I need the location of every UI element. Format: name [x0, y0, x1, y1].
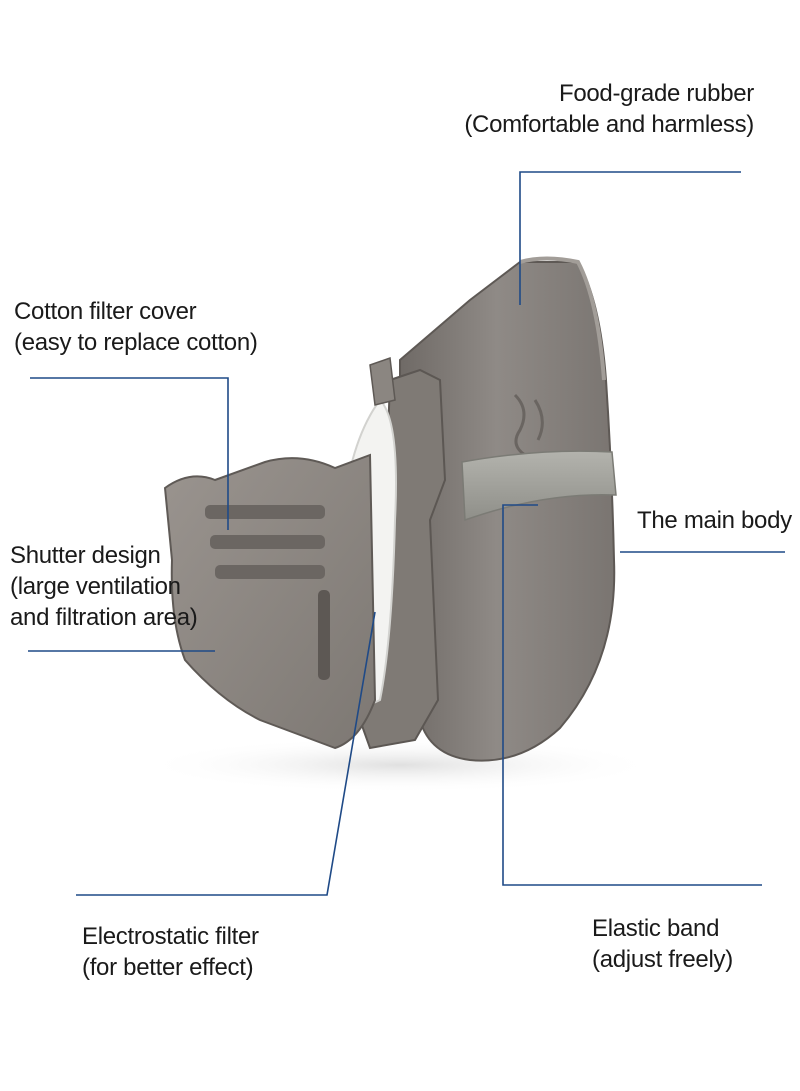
label-food-grade-line2: (Comfortable and harmless) [464, 111, 754, 138]
label-shutter-line3: and filtration area) [10, 604, 198, 631]
label-food-grade-line1: Food-grade rubber [558, 80, 754, 107]
leader-line-cotton-cover [30, 377, 229, 530]
shutter-slot-1 [205, 505, 325, 519]
leader-line-food-grade [519, 171, 741, 305]
label-elastic-band-line1: Elastic band [592, 915, 720, 942]
leader-line-elastic-band [502, 504, 762, 886]
embossed-logo [513, 393, 544, 457]
side-slot [318, 590, 330, 680]
shutter-slot-3 [215, 565, 325, 579]
label-cotton-cover-line1: Cotton filter cover [14, 298, 197, 325]
label-electrostatic-line2: (for better effect) [82, 954, 254, 981]
label-electrostatic-filter: Electrostatic filter (for better effect) [82, 921, 259, 983]
label-shutter-design: Shutter design (large ventilation and fi… [10, 540, 198, 633]
label-shutter-line1: Shutter design [10, 542, 161, 569]
label-elastic-band-line2: (adjust freely) [592, 946, 733, 973]
elastic-band [461, 450, 617, 522]
shutter-slot-2 [210, 535, 325, 549]
label-cotton-cover-line2: (easy to replace cotton) [14, 329, 258, 356]
label-elastic-band: Elastic band (adjust freely) [592, 913, 733, 975]
cover-tab [369, 356, 396, 406]
main-body-rim [519, 256, 606, 381]
label-food-grade-rubber: Food-grade rubber (Comfortable and harml… [464, 78, 754, 140]
label-cotton-filter-cover: Cotton filter cover (easy to replace cot… [14, 296, 258, 358]
label-main-body: The main body [637, 505, 792, 536]
label-main-body-line1: The main body [637, 507, 792, 534]
label-shutter-line2: (large ventilation [10, 573, 181, 600]
floor-shadow [140, 737, 660, 793]
label-electrostatic-line1: Electrostatic filter [82, 923, 259, 950]
leader-line-electrostatic [76, 611, 376, 896]
